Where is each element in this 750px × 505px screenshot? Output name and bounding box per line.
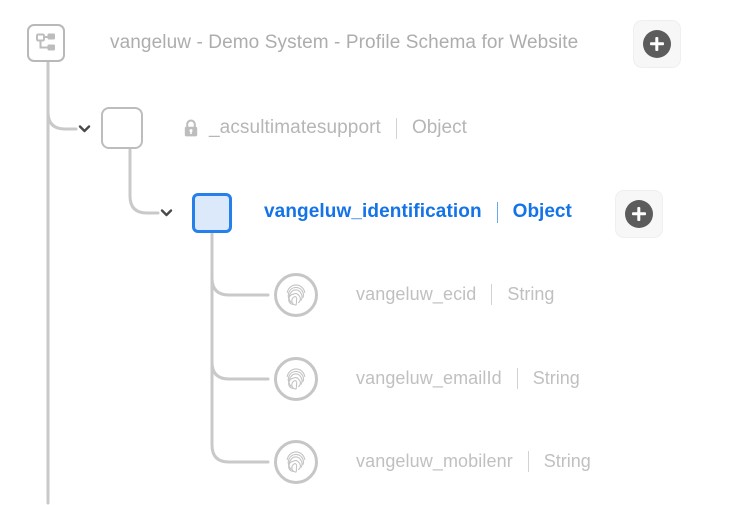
leaf-label-vangeluw-ecid[interactable]: vangeluw_ecid String [356,284,554,305]
hierarchy-icon[interactable] [27,24,65,62]
lock-icon [183,119,199,138]
node-name-text: _acsultimatesupport [209,117,381,138]
chevron-down-icon[interactable] [158,204,175,221]
leaf-node-icon-vangeluw-mobilenr[interactable] [274,440,318,484]
node-label-acsultimatesupport[interactable]: _acsultimatesupport Object [183,117,467,139]
fingerprint-glyph [286,368,306,390]
object-square-icon[interactable] [101,107,143,149]
plus-icon [625,200,653,228]
label-separator [527,451,529,472]
root-title-row: vangeluw - Demo System - Profile Schema … [110,32,578,54]
page-title: vangeluw - Demo System - Profile Schema … [110,32,579,53]
node-box-vangeluw-identification[interactable] [192,193,232,233]
fingerprint-glyph [286,451,306,473]
leaf-node-icon-vangeluw-ecid[interactable] [274,273,318,317]
leaf-label-vangeluw-emailid[interactable]: vangeluw_emailId String [356,368,580,389]
label-separator [395,117,397,139]
object-square-icon-selected[interactable] [192,193,232,233]
add-node-button-vangeluw-identification[interactable] [615,190,663,238]
chevron-down-glyph [160,209,173,217]
node-label-vangeluw-identification[interactable]: vangeluw_identification Object [264,201,572,223]
fingerprint-icon[interactable] [274,357,318,401]
lock-glyph [184,119,198,136]
plus-icon [643,30,671,58]
node-name-text: vangeluw_identification [264,201,482,222]
node-type-text: String [507,284,555,304]
node-name-text: vangeluw_emailId [356,368,502,388]
chevron-down-glyph [78,125,91,133]
node-name-text: vangeluw_ecid [356,284,477,304]
fingerprint-icon[interactable] [274,440,318,484]
expand-toggle-acsultimatesupport[interactable] [76,120,93,137]
root-node-row[interactable] [27,24,65,62]
label-separator [496,201,498,223]
node-type-text: String [543,451,591,471]
fingerprint-glyph [286,284,306,306]
fingerprint-icon[interactable] [274,273,318,317]
node-box-acsultimatesupport[interactable] [101,107,143,149]
node-type-text: Object [411,117,467,138]
expand-toggle-vangeluw-identification[interactable] [158,204,175,221]
node-type-text: String [532,368,580,388]
label-separator [491,284,493,305]
add-node-button-root[interactable] [633,20,681,68]
hierarchy-glyph [36,33,55,51]
leaf-node-icon-vangeluw-emailid[interactable] [274,357,318,401]
chevron-down-icon[interactable] [76,120,93,137]
node-name-text: vangeluw_mobilenr [356,451,513,471]
node-type-text: Object [512,201,572,222]
label-separator [516,368,518,389]
leaf-label-vangeluw-mobilenr[interactable]: vangeluw_mobilenr String [356,451,591,472]
